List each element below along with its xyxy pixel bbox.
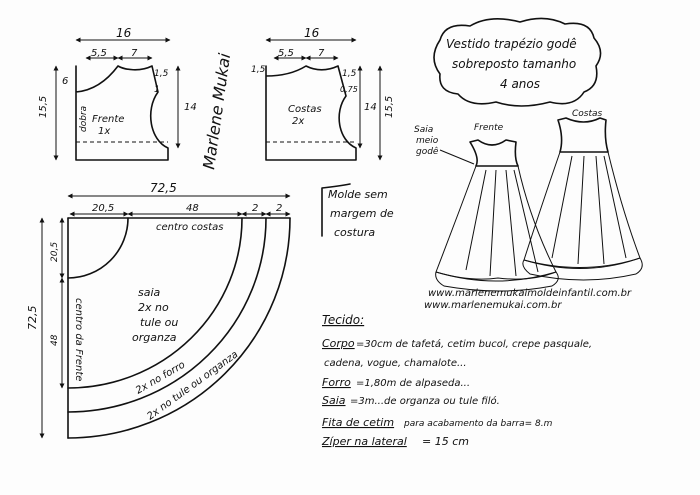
skirt-hem-curve [67,217,243,389]
back-height-total-label: 15,5 [384,96,395,118]
title-line1: Vestido trapézio godê [446,37,577,51]
front-width-label: 16 [116,26,132,40]
back-shoulder-drop-label: 1,5 [342,69,357,79]
back-neck-drop-label: 1,5 [251,65,266,75]
skirt-label-line2: 2x no [138,301,169,314]
skirt-waist-curve [67,217,129,279]
note-box: Molde sem margem de costura [321,183,394,239]
skirt-height-total-label: 72,5 [26,306,39,331]
front-bodice-piece: 16 5,5 7 15,5 6 14 1,5 1 Frente 1x dobra [38,26,197,161]
title-cloud: Vestido trapézio godê sobreposto tamanho… [433,17,602,107]
illustration-skirt-note-3: godê [416,146,439,157]
skirt-lining-extra-label: 2 [252,203,258,214]
url-line1: www.marlenemukaimoldeinfantil.com.br [428,288,632,299]
fabric-skirt-label: Saia [322,394,346,407]
back-armhole-height-label: 14 [364,102,377,113]
skirt-waist-radius-label: 20,5 [92,203,114,214]
front-fold-label: dobra [79,106,89,132]
center-front-label: centro da Frente [73,298,84,381]
illustration-skirt-note-1: Saia [414,125,433,135]
lining-hem-curve [67,217,267,413]
fabric-notes: Tecido: Corpo =30cm de tafetá, cetim buc… [321,313,592,448]
title-line2: sobreposto tamanho [452,57,576,71]
fabric-zipper-text: = 15 cm [422,435,469,448]
back-label: Costas [288,104,322,115]
skirt-piece: 72,5 20,5 48 2 2 72,5 20,5 48 centro cos… [26,181,291,439]
illustration-back-label: Costas [572,109,603,119]
skirt-label-line4: organza [132,331,177,344]
front-neck-drop-label: 6 [62,76,68,87]
fabric-ribbon-label: Fita de cetim [322,416,394,429]
front-neck-width-label: 7 [131,48,138,59]
skirt-width-total-label: 72,5 [150,181,177,195]
fabric-lining-text: =1,80m de alpaseda... [356,378,470,389]
fabric-ribbon-text: para acabamento da barra= 8.m [403,419,553,429]
back-count: 2x [292,116,304,127]
skirt-tulle-extra-label: 2 [276,203,282,214]
center-back-label: centro costas [156,222,223,233]
tulle-hem-curve [67,217,291,439]
back-dress-bodice [557,117,609,153]
front-count: 1x [98,126,110,137]
skirt-left-length-label: 48 [50,334,60,346]
back-width-label: 16 [304,26,320,40]
illustration-skirt-note-2: meio [416,136,439,146]
note-line2: margem de [330,207,394,220]
url-line2: www.marlenemukai.com.br [424,300,562,311]
back-armhole-depth-label: 0,75 [340,85,358,94]
skirt-label-line1: saia [138,286,161,299]
note-line1: Molde sem [328,188,388,201]
title-line3: 4 anos [500,77,540,91]
dress-illustration: Frente Costas Saia meio godê [414,109,643,292]
front-armhole-depth-label: 1 [154,85,160,95]
skirt-left-waist-label: 20,5 [50,242,60,262]
fabric-body-label: Corpo [322,337,355,350]
fabric-lining-label: Forro [322,376,351,389]
fabric-body-text2: cadena, vogue, chamalote... [324,358,467,369]
back-bodice-outline [265,65,357,161]
note-line3: costura [334,226,375,239]
fabric-body-text: =30cm de tafetá, cetim bucol, crepe pasq… [356,338,592,350]
skirt-length-label: 48 [186,203,199,214]
skirt-label-line3: tule ou [140,316,178,329]
tulle-band-label: 2x no tule ou organza [145,349,240,422]
illustration-front-label: Frente [474,123,504,133]
front-label: Frente [92,114,124,125]
signature: Marlene Mukai [199,51,234,170]
fabric-zipper-label: Zíper na lateral [321,435,407,448]
front-shoulder-drop-label: 1,5 [154,69,169,79]
back-neck-width-label: 7 [318,48,325,59]
front-armhole-height-label: 14 [184,102,197,113]
front-shoulder-left-label: 5,5 [91,48,107,59]
front-bodice-outline [75,65,169,161]
fabric-heading: Tecido: [322,313,364,327]
front-height-total-label: 15,5 [38,96,49,118]
fabric-skirt-text: =3m...de organza ou tule filó. [350,395,500,407]
back-bodice-piece: 16 5,5 7 1,5 14 15,5 1,5 0,75 Costas 2x [251,26,395,161]
back-shoulder-left-label: 5,5 [278,48,294,59]
front-dress-bodice [469,139,519,167]
